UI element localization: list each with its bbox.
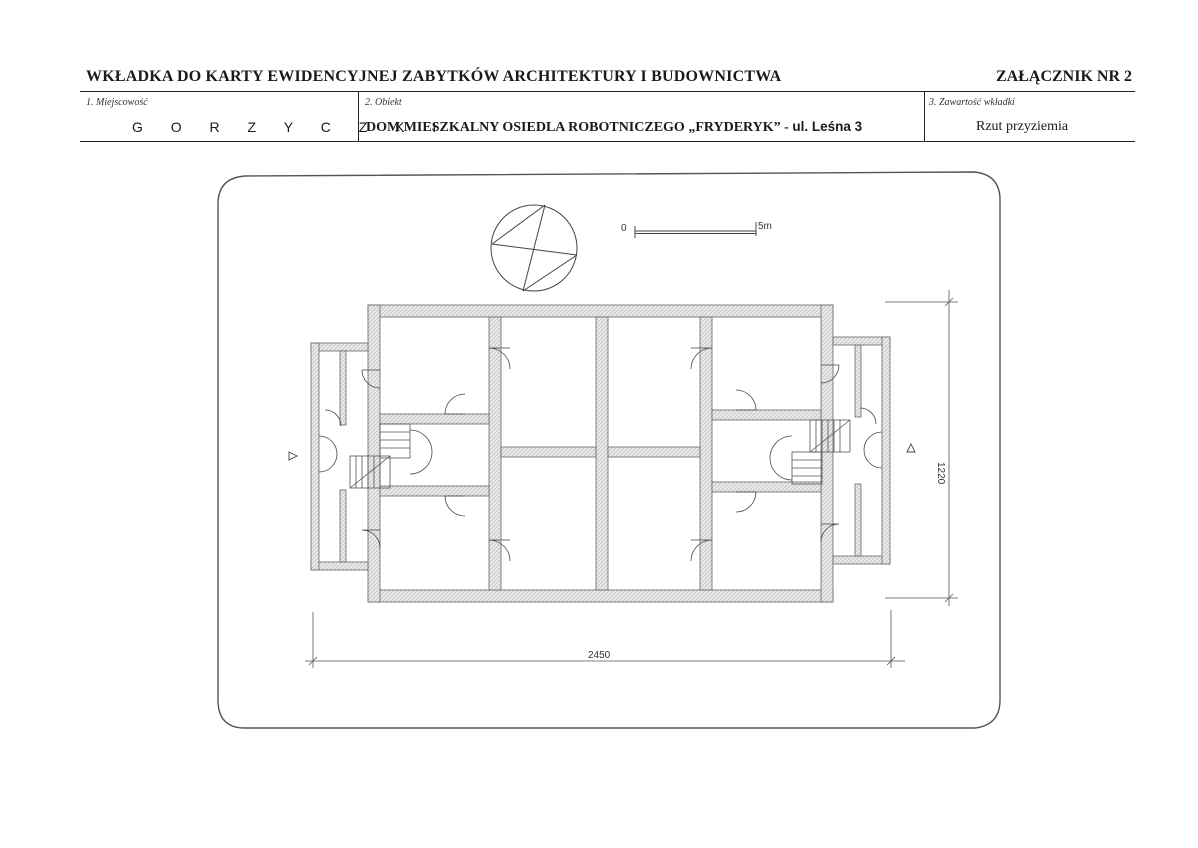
height-dimension-label: 1220: [935, 462, 946, 485]
locality-label: 1. Miejscowość: [86, 97, 148, 108]
north-arrow-icon: [490, 204, 578, 292]
sheet-title: WKŁADKA DO KARTY EWIDENCYJNEJ ZABYTKÓW A…: [86, 68, 782, 85]
field-separator-2: [924, 92, 925, 141]
header-rule-top: [80, 91, 1135, 92]
header-rule-bottom: [80, 141, 1135, 142]
object-label: 2. Obiekt: [365, 97, 402, 108]
staircase-left: [349, 423, 433, 489]
height-dimension-line: [885, 290, 958, 606]
scale-label-end: 5m: [758, 221, 772, 232]
scale-label-zero: 0: [621, 223, 627, 234]
staircase-right: [769, 419, 851, 485]
content-value: Rzut przyziemia: [976, 119, 1069, 134]
scale-bar: [634, 222, 757, 238]
field-separator-1: [358, 92, 359, 141]
object-address: ul. Leśna 3: [792, 119, 863, 134]
width-dimension-label: 2450: [588, 650, 611, 661]
annex-number: ZAŁĄCZNIK NR 2: [995, 68, 1132, 85]
object-name: DOM MIESZKALNY OSIEDLA ROBOTNICZEGO „FRY…: [366, 120, 793, 135]
entrance-marker-left-icon: [288, 451, 299, 461]
drawing-frame: [217, 171, 1001, 729]
door-swings: [318, 347, 883, 562]
width-dimension-line: [305, 610, 905, 668]
building-walls: [310, 304, 891, 603]
content-label: 3. Zawartość wkładki: [929, 97, 1015, 108]
entrance-marker-right-icon: [906, 442, 916, 453]
object-value: DOM MIESZKALNY OSIEDLA ROBOTNICZEGO „FRY…: [366, 119, 862, 136]
locality-value: G O R Z Y C Z K I: [132, 119, 449, 135]
